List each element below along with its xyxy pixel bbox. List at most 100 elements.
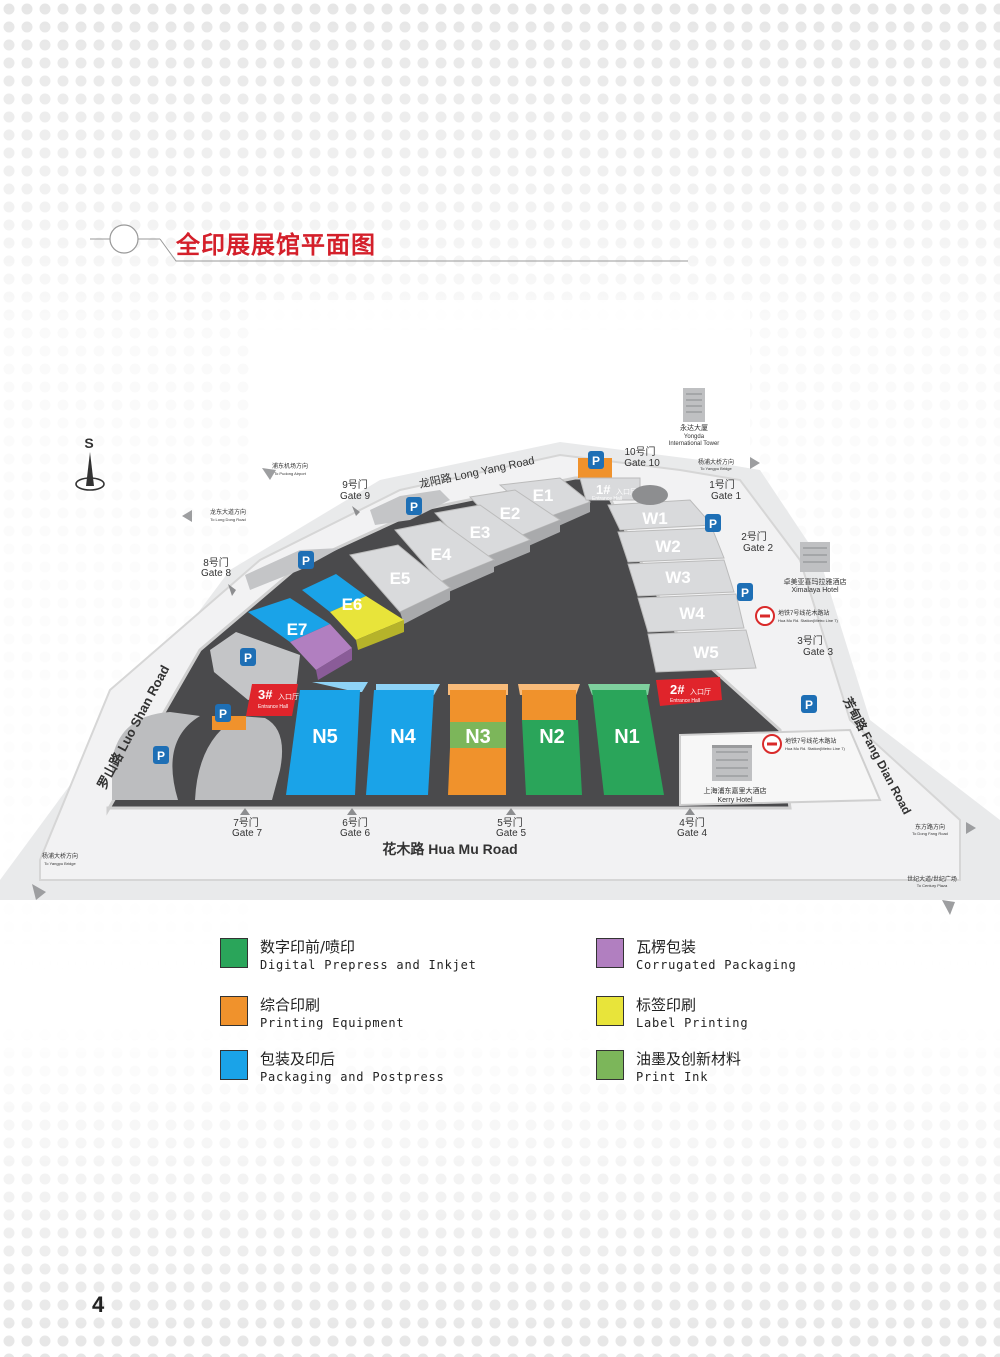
yongda-tower-building bbox=[683, 388, 705, 422]
gate-1-en: Gate 1 bbox=[711, 491, 741, 502]
hall-N1[interactable]: N1 bbox=[588, 684, 664, 795]
parking-icon bbox=[801, 695, 817, 713]
entrance-2-en: Entrance Hall bbox=[670, 698, 700, 704]
entrance-hall-2[interactable]: 2# 入口厅 Entrance Hall bbox=[656, 677, 722, 706]
entrance-3-number: 3# bbox=[258, 687, 273, 702]
yongda-cn: 永达大厦 bbox=[680, 423, 708, 432]
hall-label-N5: N5 bbox=[312, 726, 338, 748]
gate-2-cn: 2号门 bbox=[741, 530, 767, 543]
gate-4-en: Gate 4 bbox=[677, 828, 707, 839]
dir-pudong-airport-cn: 浦东机场方向 bbox=[272, 462, 308, 470]
dir-east-se-cn: 东方路方向 bbox=[915, 823, 945, 831]
parking-icon bbox=[215, 704, 231, 722]
parking-icon bbox=[737, 583, 753, 601]
legend-label-en: Label Printing bbox=[636, 1016, 749, 1030]
hall-label-E7: E7 bbox=[287, 620, 308, 639]
gate-6-en: Gate 6 bbox=[340, 828, 370, 839]
legend-label-en: Packaging and Postpress bbox=[260, 1070, 445, 1084]
gate-10-cn: 10号门 bbox=[624, 445, 655, 458]
metro-1-en: Hua Mu Rd. Station(Metro Line 7) bbox=[778, 618, 838, 623]
entrance-1-cn: 入口厅 bbox=[616, 488, 637, 496]
hall-E5[interactable]: E5 bbox=[349, 544, 451, 624]
kerry-hotel-en: Kerry Hotel bbox=[717, 797, 752, 804]
road-label-hua-mu: 花木路 Hua Mu Road bbox=[382, 841, 517, 857]
parking-icon bbox=[298, 551, 314, 569]
hall-label-W1: W1 bbox=[642, 509, 668, 528]
hall-W4[interactable]: W4 bbox=[637, 593, 745, 633]
compass-label: S bbox=[84, 435, 93, 451]
legend-item-print-ink: 油墨及创新材料 Print Ink bbox=[596, 1048, 896, 1092]
legend-item-packaging: 包装及印后 Packaging and Postpress bbox=[220, 1048, 520, 1092]
gate-arrows bbox=[228, 506, 695, 815]
legend-label-en: Print Ink bbox=[636, 1070, 709, 1084]
entrance-3-en: Entrance Hall bbox=[258, 704, 288, 710]
hall-N5[interactable]: N5 bbox=[286, 682, 368, 795]
hall-label-W3: W3 bbox=[665, 568, 691, 587]
legend-label-en: Corrugated Packaging bbox=[636, 958, 797, 972]
parking-icon bbox=[705, 514, 721, 532]
hall-E7[interactable]: E7 bbox=[248, 598, 352, 680]
venue-map: P E1 E2 bbox=[0, 388, 1000, 915]
gate-8-cn: 8号门 bbox=[203, 556, 229, 569]
gate-4-cn: 4号门 bbox=[679, 816, 705, 829]
dir-longdong-cn: 龙东大道方向 bbox=[210, 508, 246, 516]
hall-E4[interactable]: E4 bbox=[394, 520, 496, 594]
legend-label-en: Printing Equipment bbox=[260, 1016, 405, 1030]
entrance-2-number: 2# bbox=[670, 682, 685, 697]
hall-label-N3: N3 bbox=[465, 726, 491, 748]
legend-swatch bbox=[220, 1050, 248, 1080]
title-area: 全印展展馆平面图 bbox=[80, 215, 700, 275]
ximalaya-en: Ximalaya Hotel bbox=[791, 587, 839, 594]
hall-label-N2: N2 bbox=[539, 726, 565, 748]
hall-label-E1: E1 bbox=[533, 486, 554, 505]
ximalaya-hotel-building bbox=[800, 542, 830, 572]
title-decoration bbox=[90, 224, 688, 262]
entrance-hall-1[interactable]: 1# 入口厅 Entrance Hall bbox=[578, 458, 641, 502]
hall-N3[interactable]: N3 bbox=[448, 684, 508, 795]
dir-east-se-en: To Dong Fang Road bbox=[912, 831, 948, 836]
parking-icon bbox=[588, 451, 604, 469]
hall-E6[interactable]: E6 bbox=[302, 574, 404, 650]
hall-N4[interactable]: N4 bbox=[366, 684, 440, 795]
gate-7-en: Gate 7 bbox=[232, 828, 262, 839]
gate-6-cn: 6号门 bbox=[342, 816, 368, 829]
yongda-en1: Yongda bbox=[684, 434, 705, 440]
direction-arrows bbox=[32, 457, 976, 915]
gate-3-cn: 3号门 bbox=[797, 634, 823, 647]
hall-W5[interactable]: W5 bbox=[647, 629, 757, 673]
dir-yangpu-ne-cn: 杨浦大桥方向 bbox=[698, 458, 734, 466]
hall-N2[interactable]: N2 bbox=[518, 684, 582, 795]
legend-item-digital: 数字印前/喷印 Digital Prepress and Inkjet bbox=[220, 936, 520, 980]
legend: 数字印前/喷印 Digital Prepress and Inkjet 瓦楞包装… bbox=[220, 936, 820, 1096]
dir-longdong-en: To Long Dong Road bbox=[210, 517, 246, 522]
ximalaya-cn: 卓美亚喜玛拉雅酒店 bbox=[784, 577, 847, 586]
legend-label-cn: 油墨及创新材料 bbox=[636, 1050, 742, 1068]
hall-W3[interactable]: W3 bbox=[627, 559, 735, 597]
legend-swatch bbox=[220, 938, 248, 968]
dir-century-cn: 世纪大道/世纪广场 bbox=[907, 875, 957, 883]
entrance-2-cn: 入口厅 bbox=[690, 688, 711, 696]
gate-9-cn: 9号门 bbox=[342, 478, 368, 491]
metro-2-en: Hua Mu Rd. Station(Metro Line 7) bbox=[785, 746, 845, 751]
dir-yangpu-sw-en: To Yangpu Bridge bbox=[44, 861, 76, 866]
gate-10-en: Gate 10 bbox=[624, 458, 660, 469]
gate-9-en: Gate 9 bbox=[340, 491, 370, 502]
kerry-hotel-cn: 上海浦东嘉里大酒店 bbox=[704, 786, 767, 795]
dir-yangpu-sw-cn: 杨浦大桥方向 bbox=[42, 852, 78, 860]
dir-pudong-airport-en: To Pudong Airport bbox=[274, 471, 307, 476]
hall-W2[interactable]: W2 bbox=[617, 527, 725, 563]
page-title: 全印展展馆平面图 bbox=[176, 231, 376, 259]
gate-7-cn: 7号门 bbox=[233, 816, 259, 829]
parking-lot-sw2 bbox=[195, 716, 283, 800]
entrance-3-cn: 入口厅 bbox=[278, 693, 299, 701]
legend-label-cn: 瓦楞包装 bbox=[636, 938, 697, 956]
legend-swatch bbox=[220, 996, 248, 1026]
hall-label-E2: E2 bbox=[500, 504, 521, 523]
hall-label-E5: E5 bbox=[390, 569, 411, 588]
hall-label-W4: W4 bbox=[679, 604, 705, 623]
hall-label-W5: W5 bbox=[693, 643, 719, 662]
parking-strip-nw bbox=[245, 548, 340, 590]
hall-label-W2: W2 bbox=[655, 537, 681, 556]
metro-icon bbox=[755, 606, 775, 626]
